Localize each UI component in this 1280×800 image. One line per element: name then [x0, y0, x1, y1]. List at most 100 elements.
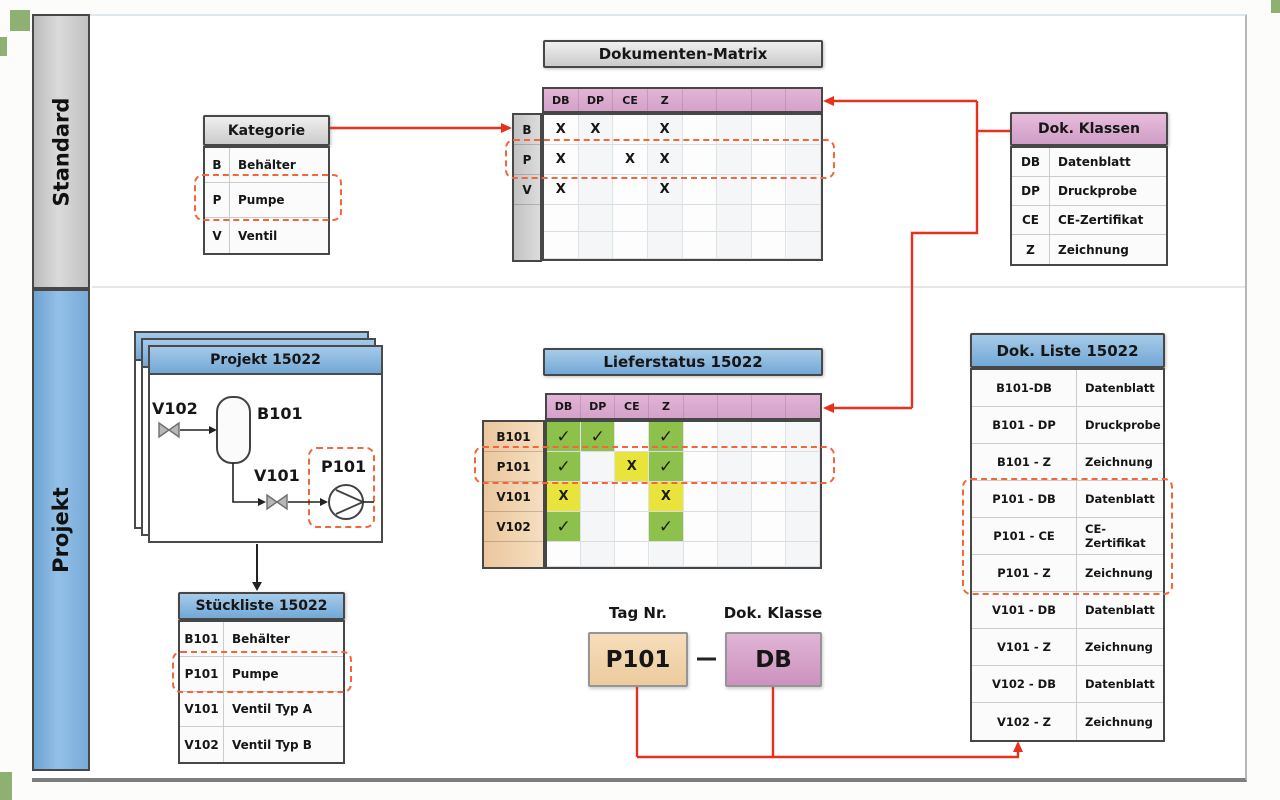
- column-header: Z: [648, 89, 683, 111]
- matrix-cell: [544, 205, 579, 232]
- row-label: Datenblatt: [1058, 155, 1131, 169]
- row-label: Pumpe: [238, 193, 285, 207]
- row-id: DB: [1012, 148, 1050, 176]
- matrix-cell: [683, 452, 718, 482]
- matrix-cell: [717, 115, 752, 145]
- lane-standard: Standard: [32, 14, 90, 289]
- column-header: [684, 395, 718, 418]
- matrix-cell: [544, 232, 579, 259]
- matrix-cell: [683, 482, 718, 512]
- matrix-cell: [581, 542, 616, 567]
- column-header: [683, 89, 718, 111]
- matrix-cell: [785, 542, 820, 567]
- matrix-cell: [717, 145, 752, 175]
- matrix-cell: [751, 205, 787, 232]
- row-id: V102: [180, 727, 224, 762]
- kategorie-title: Kategorie: [203, 115, 330, 146]
- matrix-cell: [717, 512, 752, 542]
- matrix-cell: [717, 542, 752, 567]
- row-label: Ventil Typ A: [232, 702, 313, 716]
- matrix-cell: [786, 205, 821, 232]
- column-header: [752, 89, 787, 111]
- matrix-cell: X: [647, 115, 683, 145]
- lane-standard-label: Standard: [49, 97, 74, 206]
- row-label: Ventil: [238, 228, 278, 243]
- matrix-cell: X: [615, 452, 650, 482]
- matrix-cell: X: [544, 145, 579, 175]
- matrix-cell: [615, 512, 650, 542]
- highlight-pump-p101: [308, 447, 375, 528]
- matrix-cell: [683, 422, 718, 452]
- matrix-cell: [785, 422, 820, 452]
- matrix-cell: [751, 232, 787, 259]
- matrix-cell: ✓: [547, 512, 582, 542]
- valve-v102-label: V102: [152, 399, 198, 418]
- row-header: B: [514, 115, 540, 145]
- row-id: V102 - Z: [972, 703, 1077, 740]
- row-label: Pumpe: [232, 667, 279, 681]
- row-header: B101: [484, 422, 543, 452]
- column-header: [717, 89, 752, 111]
- matrix-cell: [578, 205, 614, 232]
- matrix-cell: [649, 542, 684, 567]
- row-id: Z: [1012, 235, 1050, 264]
- matrix-cell: [682, 232, 718, 259]
- row-header: V102: [484, 512, 543, 542]
- matrix-cell: ✓: [649, 512, 684, 542]
- row-label: Druckprobe: [1085, 418, 1161, 432]
- row-label: Datenblatt: [1085, 381, 1155, 395]
- matrix-cell: ✓: [547, 452, 582, 482]
- table-row: V102 - Z Zeichnung: [972, 703, 1163, 740]
- matrix-cell: [581, 512, 616, 542]
- row-id: B101 - Z: [972, 444, 1077, 480]
- dok-klasse-label: Dok. Klasse: [723, 604, 823, 622]
- row-id: DP: [1012, 177, 1050, 205]
- row-header: P: [514, 145, 540, 175]
- row-id: B101: [180, 622, 224, 656]
- row-header: P101: [484, 452, 543, 482]
- highlight-kategorie-pumpe: [194, 174, 342, 221]
- edge-artifact: [1271, 0, 1280, 13]
- row-id: P101: [180, 657, 224, 691]
- highlight-dokliste-p101: [962, 478, 1173, 595]
- row-label: Zeichnung: [1085, 640, 1153, 654]
- matrix-cell: [717, 482, 752, 512]
- vessel-b101-label: B101: [257, 404, 303, 423]
- matrix-cell: X: [578, 115, 614, 145]
- column-header: [786, 395, 820, 418]
- column-header: DP: [581, 395, 616, 418]
- matrix-cell: X: [544, 175, 579, 205]
- row-label: Druckprobe: [1058, 184, 1137, 198]
- row-label: Zeichnung: [1085, 455, 1153, 469]
- matrix-cell: [613, 232, 648, 259]
- dok-klassen-title: Dok. Klassen: [1010, 112, 1168, 146]
- matrix-cell: [683, 512, 718, 542]
- matrix-cell: [578, 145, 614, 175]
- column-header: DB: [547, 395, 582, 418]
- matrix-cell: [615, 542, 650, 567]
- table-row: B101 - Z Zeichnung: [972, 444, 1163, 481]
- row-label: Ventil Typ B: [232, 737, 312, 752]
- valve-v101-label: V101: [254, 466, 300, 485]
- row-id: V101 - DB: [972, 592, 1077, 628]
- matrix-cell: [578, 175, 614, 205]
- matrix-cell: [751, 175, 787, 205]
- column-header: CE: [613, 89, 648, 111]
- section-divider: [92, 286, 1245, 288]
- pump-p101-label: P101: [321, 457, 367, 476]
- column-header: Z: [649, 395, 684, 418]
- matrix-cell: [717, 175, 752, 205]
- matrix-cell: [647, 205, 683, 232]
- matrix-cell: [717, 232, 752, 259]
- column-header: [786, 89, 821, 111]
- row-label: Datenblatt: [1085, 677, 1155, 691]
- row-label: Zeichnung: [1085, 714, 1153, 729]
